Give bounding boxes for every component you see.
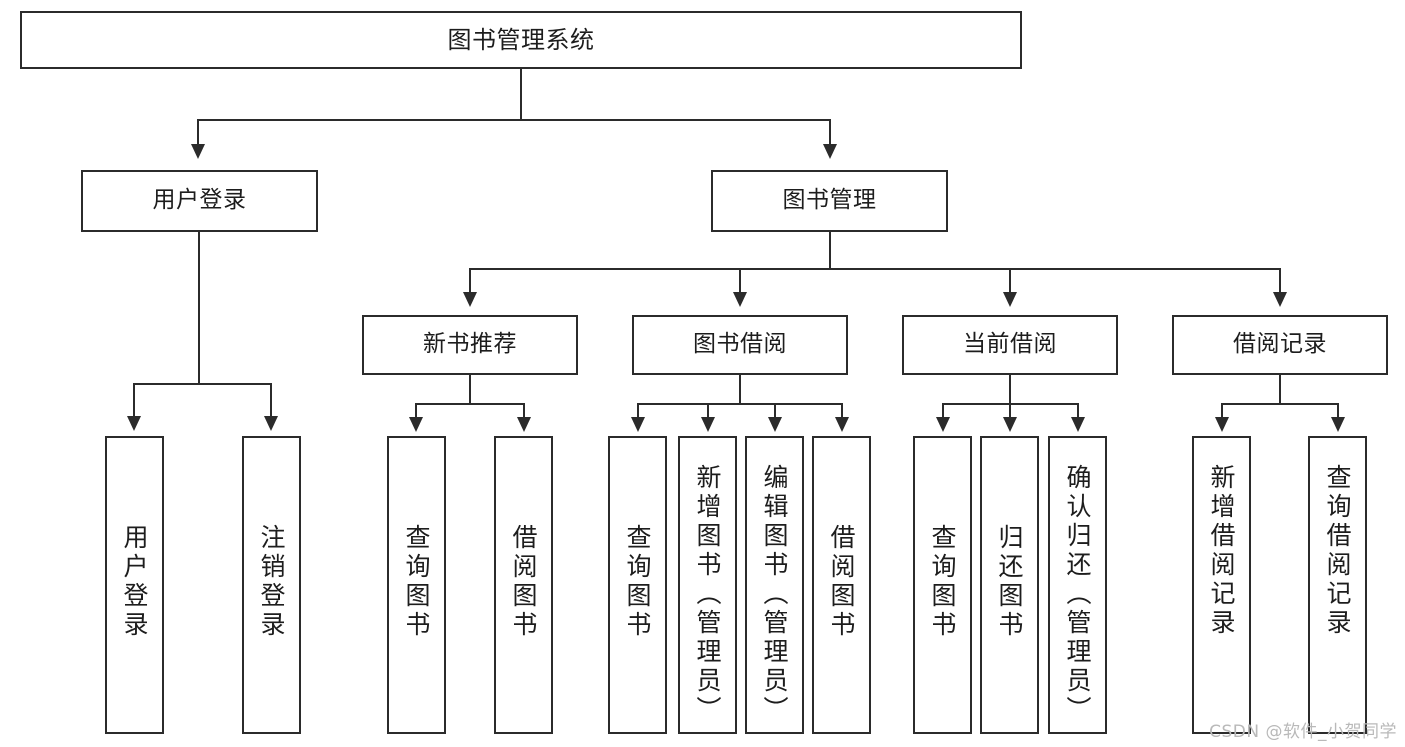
node-label: 新增图书（管理员） bbox=[693, 464, 722, 725]
connector-book-manage-to-l3-1 bbox=[469, 268, 471, 294]
node-label: 查询借阅记录 bbox=[1323, 464, 1352, 638]
leaf-query-book-3[interactable]: 查询图书 bbox=[913, 436, 972, 734]
arrowhead-current-borrow-to-leaf-2 bbox=[1003, 417, 1017, 432]
node-label: 图书借阅 bbox=[693, 331, 787, 358]
connector-root-to-book-manage bbox=[829, 119, 831, 146]
connector-new-book-rec-bus bbox=[415, 403, 525, 405]
node-current-borrow[interactable]: 当前借阅 bbox=[902, 315, 1118, 375]
leaf-user-login[interactable]: 用户登录 bbox=[105, 436, 164, 734]
arrowhead-root-to-user-login bbox=[191, 144, 205, 159]
connector-book-borrow-bus bbox=[637, 403, 842, 405]
node-label: 图书管理系统 bbox=[447, 25, 595, 54]
node-label: 借阅图书 bbox=[509, 524, 538, 640]
node-label: 查询图书 bbox=[928, 524, 957, 640]
connector-current-borrow-to-leaf-2 bbox=[1009, 403, 1011, 419]
connector-root-bus bbox=[197, 119, 831, 121]
node-label: 查询图书 bbox=[402, 524, 431, 640]
node-label: 用户登录 bbox=[152, 187, 247, 214]
connector-borrow-record-stem bbox=[1279, 375, 1281, 405]
arrowhead-book-borrow-to-leaf-3 bbox=[768, 417, 782, 432]
leaf-query-book-1[interactable]: 查询图书 bbox=[387, 436, 446, 734]
node-label: 编辑图书（管理员） bbox=[760, 464, 789, 725]
node-book-manage[interactable]: 图书管理 bbox=[711, 170, 948, 232]
leaf-return-book[interactable]: 归还图书 bbox=[980, 436, 1039, 734]
connector-new-book-rec-stem bbox=[469, 375, 471, 405]
connector-user-login-to-leaf-1 bbox=[133, 383, 135, 418]
connector-book-manage-to-l3-3 bbox=[1009, 268, 1011, 294]
arrowhead-book-manage-to-l3-1 bbox=[463, 292, 477, 307]
connector-book-manage-to-l3-4 bbox=[1279, 268, 1281, 294]
connector-book-manage-to-l3-2 bbox=[739, 268, 741, 294]
connector-book-borrow-to-leaf-3 bbox=[774, 403, 776, 419]
node-label: 借阅记录 bbox=[1233, 331, 1327, 358]
arrowhead-book-borrow-to-leaf-1 bbox=[631, 417, 645, 432]
node-label: 归还图书 bbox=[995, 524, 1024, 640]
node-borrow-record[interactable]: 借阅记录 bbox=[1172, 315, 1388, 375]
leaf-confirm-return[interactable]: 确认归还（管理员） bbox=[1048, 436, 1107, 734]
node-label: 当前借阅 bbox=[963, 331, 1057, 358]
node-label: 确认归还（管理员） bbox=[1063, 464, 1092, 725]
arrowhead-book-borrow-to-leaf-2 bbox=[701, 417, 715, 432]
node-user-login[interactable]: 用户登录 bbox=[81, 170, 318, 232]
connector-root-to-user-login bbox=[197, 119, 199, 146]
connector-current-borrow-stem bbox=[1009, 375, 1011, 405]
leaf-edit-book[interactable]: 编辑图书（管理员） bbox=[745, 436, 804, 734]
connector-book-manage-bus bbox=[469, 268, 1281, 270]
connector-new-book-rec-to-leaf-1 bbox=[415, 403, 417, 419]
connector-new-book-rec-to-leaf-2 bbox=[523, 403, 525, 419]
node-label: 用户登录 bbox=[120, 524, 149, 640]
leaf-query-book-2[interactable]: 查询图书 bbox=[608, 436, 667, 734]
connector-book-borrow-to-leaf-1 bbox=[637, 403, 639, 419]
connector-root-stem bbox=[520, 69, 522, 121]
connector-borrow-record-to-leaf-1 bbox=[1221, 403, 1223, 419]
arrowhead-book-manage-to-l3-4 bbox=[1273, 292, 1287, 307]
connector-book-borrow-to-leaf-2 bbox=[707, 403, 709, 419]
node-label: 注销登录 bbox=[257, 524, 286, 640]
connector-borrow-record-bus bbox=[1221, 403, 1339, 405]
node-label: 图书管理 bbox=[782, 187, 877, 214]
arrowhead-borrow-record-to-leaf-2 bbox=[1331, 417, 1345, 432]
connector-current-borrow-to-leaf-1 bbox=[942, 403, 944, 419]
arrowhead-new-book-rec-to-leaf-2 bbox=[517, 417, 531, 432]
arrowhead-book-borrow-to-leaf-4 bbox=[835, 417, 849, 432]
connector-book-borrow-to-leaf-4 bbox=[841, 403, 843, 419]
leaf-logout[interactable]: 注销登录 bbox=[242, 436, 301, 734]
leaf-borrow-book-1[interactable]: 借阅图书 bbox=[494, 436, 553, 734]
arrowhead-book-manage-to-l3-2 bbox=[733, 292, 747, 307]
node-label: 新书推荐 bbox=[423, 331, 517, 358]
node-root-system[interactable]: 图书管理系统 bbox=[20, 11, 1022, 69]
arrowhead-book-manage-to-l3-3 bbox=[1003, 292, 1017, 307]
leaf-add-record[interactable]: 新增借阅记录 bbox=[1192, 436, 1251, 734]
leaf-borrow-book-2[interactable]: 借阅图书 bbox=[812, 436, 871, 734]
connector-book-manage-stem bbox=[829, 232, 831, 270]
arrowhead-root-to-book-manage bbox=[823, 144, 837, 159]
node-label: 借阅图书 bbox=[827, 524, 856, 640]
connector-book-borrow-stem bbox=[739, 375, 741, 405]
arrowhead-current-borrow-to-leaf-1 bbox=[936, 417, 950, 432]
node-label: 查询图书 bbox=[623, 524, 652, 640]
leaf-query-record[interactable]: 查询借阅记录 bbox=[1308, 436, 1367, 734]
leaf-add-book[interactable]: 新增图书（管理员） bbox=[678, 436, 737, 734]
node-book-borrow[interactable]: 图书借阅 bbox=[632, 315, 848, 375]
arrowhead-user-login-to-leaf-1 bbox=[127, 416, 141, 431]
connector-user-login-stem bbox=[198, 232, 200, 385]
connector-user-login-to-leaf-2 bbox=[270, 383, 272, 418]
arrowhead-new-book-rec-to-leaf-1 bbox=[409, 417, 423, 432]
node-new-book-rec[interactable]: 新书推荐 bbox=[362, 315, 578, 375]
arrowhead-borrow-record-to-leaf-1 bbox=[1215, 417, 1229, 432]
connector-user-login-bus bbox=[133, 383, 270, 385]
node-label: 新增借阅记录 bbox=[1207, 464, 1236, 638]
connector-borrow-record-to-leaf-2 bbox=[1337, 403, 1339, 419]
connector-current-borrow-to-leaf-3 bbox=[1077, 403, 1079, 419]
arrowhead-current-borrow-to-leaf-3 bbox=[1071, 417, 1085, 432]
arrowhead-user-login-to-leaf-2 bbox=[264, 416, 278, 431]
